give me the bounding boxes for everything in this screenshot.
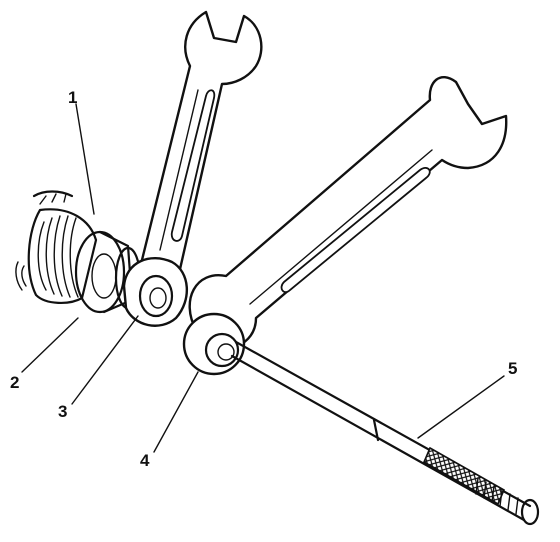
leader-lines	[21, 103, 505, 453]
upper-wrench	[138, 10, 263, 297]
callout-4: 4	[140, 451, 150, 470]
leader-3	[71, 315, 139, 405]
callout-5: 5	[508, 359, 517, 378]
leader-5	[417, 375, 505, 439]
callout-2: 2	[10, 373, 19, 392]
leader-1	[75, 103, 95, 215]
lock-nut	[122, 257, 189, 327]
leader-4	[153, 371, 199, 453]
callout-3: 3	[58, 402, 67, 421]
adjusting-nut	[182, 312, 246, 376]
leader-2	[21, 317, 79, 373]
threaded-housing	[15, 190, 98, 304]
threaded-rod	[230, 340, 540, 526]
lower-wrench	[188, 76, 508, 350]
callout-1: 1	[68, 88, 77, 107]
